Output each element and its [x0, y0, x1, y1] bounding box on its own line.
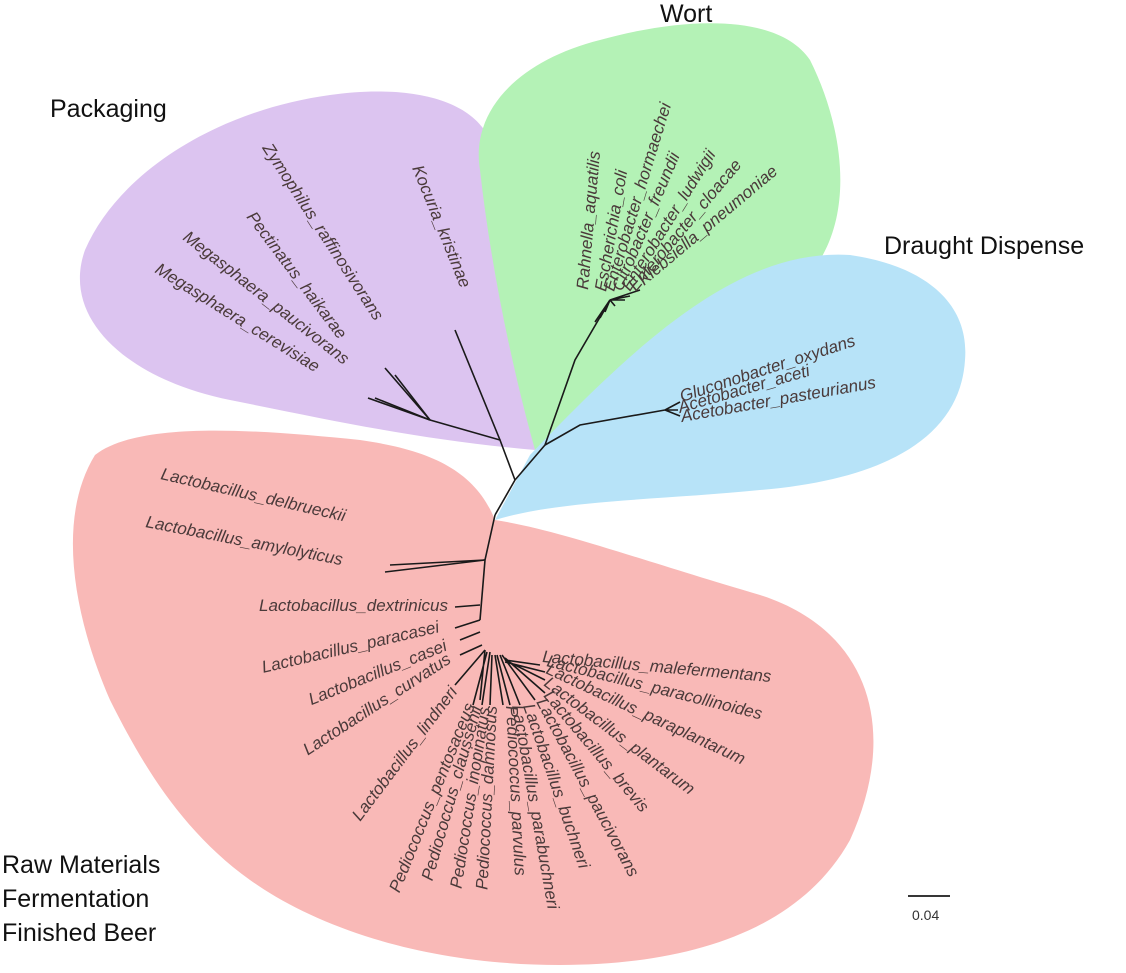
- branch-draught-fan: [664, 401, 681, 417]
- wort-region: [478, 23, 841, 451]
- leaf-label-lactobacillus-dextrinicus: Lactobacillus_dextrinicus: [259, 596, 448, 615]
- branch-to-wort: [514, 299, 611, 481]
- branch-backbone: [494, 479, 516, 516]
- draught-title: Draught Dispense: [884, 232, 1084, 260]
- branch-kocuria: [454, 329, 501, 441]
- branch-to-draught: [544, 409, 666, 446]
- raw-title-line-1: Raw Materials: [2, 851, 160, 879]
- packaging-title: Packaging: [50, 95, 167, 123]
- raw-title-line-2: Fermentation: [2, 885, 149, 913]
- branch-pectinatus: [394, 374, 431, 421]
- wort-title: Wort: [660, 0, 712, 28]
- draught-region: [495, 254, 966, 520]
- raw-title-line-3: Finished Beer: [2, 919, 156, 947]
- branch-raw-right: [472, 649, 546, 706]
- scale-bar-label: 0.04: [912, 907, 939, 923]
- packaging-region: [79, 91, 536, 450]
- branch-raw-left: [384, 559, 486, 686]
- raw-region: [72, 430, 874, 965]
- branch-wort-fan: [594, 289, 641, 323]
- branch-megasphaera-c: [367, 397, 431, 421]
- tree-branches: [367, 289, 681, 706]
